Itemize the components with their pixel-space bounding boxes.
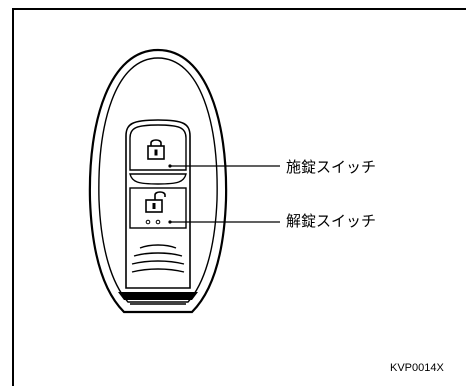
unlock-switch-label: 解錠スイッチ bbox=[286, 212, 377, 230]
figure-frame bbox=[12, 8, 466, 386]
key-ring-slot bbox=[118, 292, 198, 300]
unlock-dot-2 bbox=[155, 219, 161, 225]
key-fob-inner-outline bbox=[98, 57, 218, 303]
unlock-dot-1 bbox=[145, 219, 151, 225]
button-divider bbox=[129, 173, 187, 185]
grip-lines bbox=[131, 244, 185, 273]
padlock-open-icon bbox=[145, 191, 166, 213]
lock-switch-label: 施錠スイッチ bbox=[286, 158, 377, 176]
figure-code: KVP0014X bbox=[390, 362, 444, 374]
padlock-closed-icon bbox=[147, 139, 165, 160]
